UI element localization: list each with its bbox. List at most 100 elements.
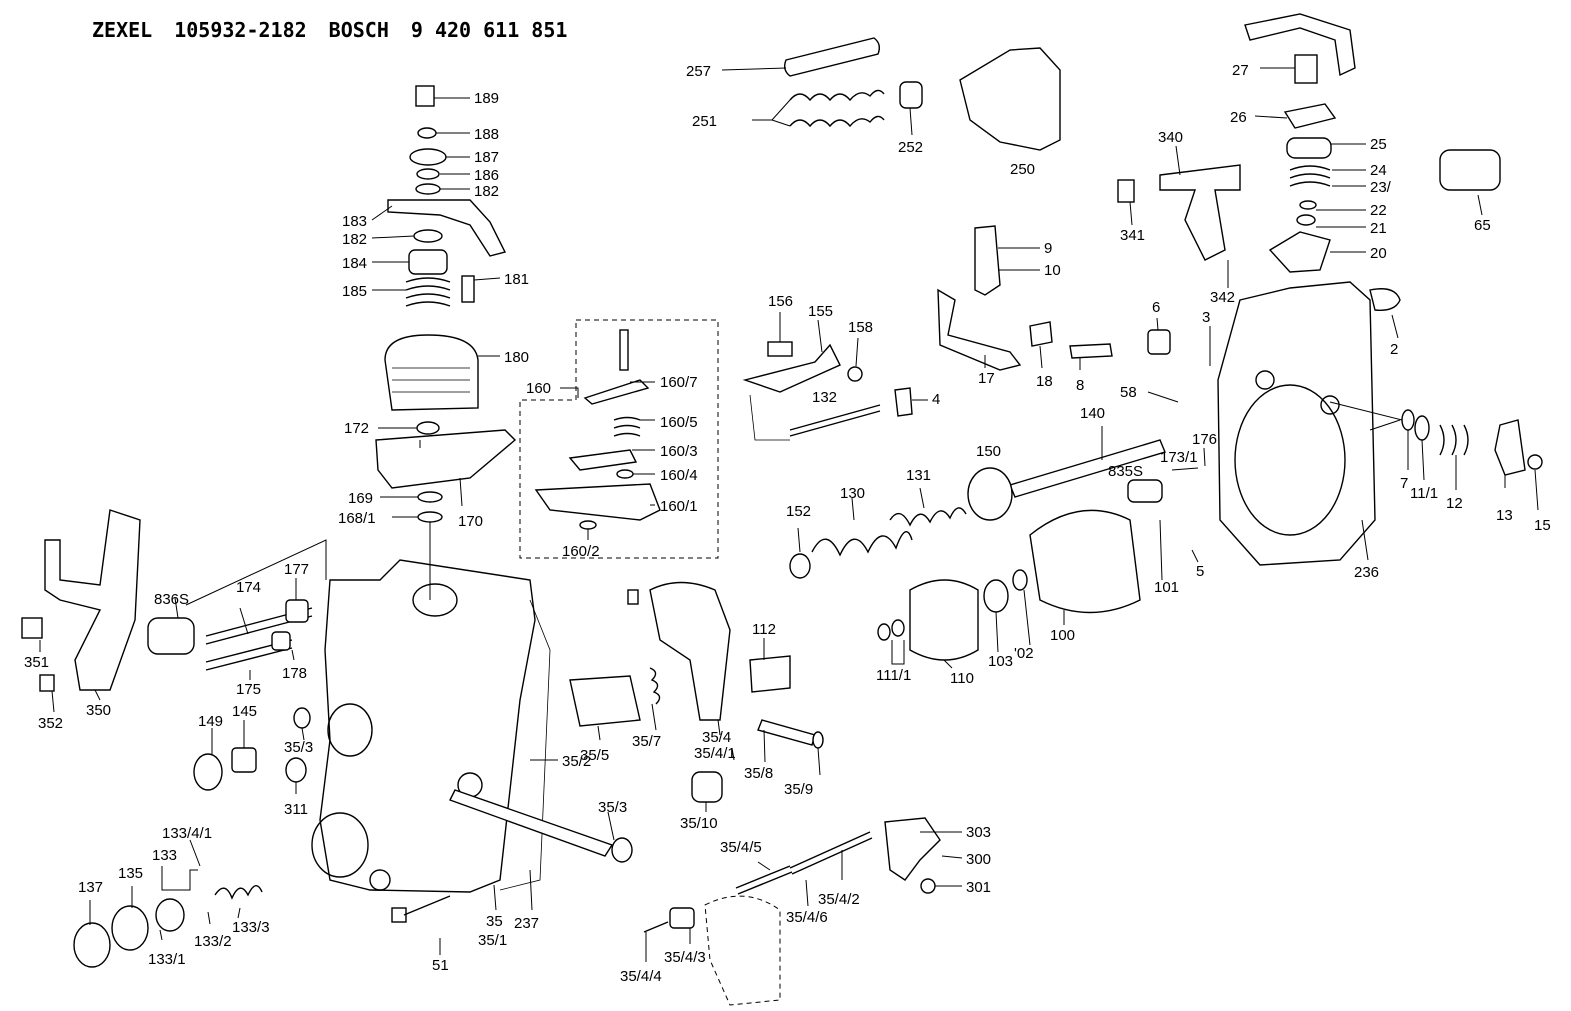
part-160-5-spring	[613, 416, 641, 437]
label-303: 303	[966, 824, 991, 841]
part-155-lever	[742, 343, 841, 393]
part-17-arm	[937, 288, 1022, 371]
label-35-4-4: 35/4/4	[620, 968, 662, 985]
label-835s: 835S	[1108, 463, 1143, 480]
part-top-lever	[1244, 13, 1356, 77]
part-9-lever	[974, 225, 1001, 296]
label-168-1: 168/1	[338, 510, 376, 527]
label-160-7: 160/7	[660, 374, 698, 391]
part-35-4-3-bush	[669, 907, 695, 929]
part-100-flyweight	[1029, 509, 1141, 614]
part-35-8-pin	[757, 719, 816, 746]
part-182-lower-washer	[413, 229, 443, 243]
part-182-washer	[415, 183, 441, 195]
label-100: 100	[1050, 627, 1075, 644]
label-188: 188	[474, 126, 499, 143]
label-176: 176	[1192, 431, 1217, 448]
label-15: 15	[1534, 517, 1551, 534]
label-26: 26	[1230, 109, 1247, 126]
label-21: 21	[1370, 220, 1387, 237]
part-2-plug	[1369, 288, 1401, 311]
label-132: 132	[812, 389, 837, 406]
part-18-bush	[1029, 321, 1053, 347]
part-185-spring	[405, 277, 451, 307]
label-130: 130	[840, 485, 865, 502]
label-35-10: 35/10	[680, 815, 718, 832]
part-301-nut	[920, 878, 936, 894]
part-27-screw	[1294, 54, 1318, 84]
part-169-washer	[417, 491, 443, 503]
part-21-washer	[1296, 214, 1316, 226]
label-186: 186	[474, 167, 499, 184]
label-350: 350	[86, 702, 111, 719]
part-35-9-clip	[812, 731, 824, 749]
label-250: 250	[1010, 161, 1035, 178]
label-110: 110	[950, 670, 974, 687]
label-18: 18	[1036, 373, 1053, 390]
part-130-spring	[811, 531, 913, 557]
label-181: 181	[504, 271, 529, 288]
part-300-lever	[884, 817, 941, 881]
label-182a: 182	[474, 183, 499, 200]
part-24-spring	[1289, 165, 1331, 187]
zexel-part-number: 105932-2182	[174, 18, 307, 42]
label-133-3: 133/3	[232, 919, 270, 936]
part-133-1-plug	[155, 898, 185, 932]
part-35-4-6-spring	[735, 865, 793, 895]
drawing-parts	[21, 13, 1543, 1006]
label-24: 24	[1370, 162, 1387, 179]
part-35-3-plug	[293, 707, 311, 729]
label-35-4-2: 35/4/2	[818, 891, 860, 908]
label-160-3: 160/3	[660, 443, 698, 460]
part-340-bracket	[1159, 164, 1241, 261]
part-341-bolt	[1117, 179, 1135, 203]
label-155: 155	[808, 303, 833, 320]
label-342: 342	[1210, 289, 1235, 306]
label-11-1: 11/1	[1410, 485, 1438, 502]
part-25-cap	[1286, 137, 1332, 159]
part-65-cap	[1439, 149, 1501, 191]
label-160-4: 160/4	[660, 467, 698, 484]
label-35-1: 35/1	[478, 932, 507, 949]
part-12-spring	[1439, 424, 1469, 456]
part-26-plate	[1283, 103, 1337, 129]
label-58: 58	[1120, 384, 1137, 401]
label-22: 22	[1370, 202, 1387, 219]
part-110-drum	[909, 579, 979, 661]
label-156: 156	[768, 293, 793, 310]
part-112-block	[749, 655, 791, 693]
part-183-lever	[387, 199, 507, 257]
label-145: 145	[232, 703, 257, 720]
part-189-screw	[415, 85, 435, 107]
label-237: 237	[514, 915, 539, 932]
part-35-5-bracket	[569, 675, 641, 727]
part-6-screw	[1147, 329, 1171, 355]
part-160-1-plate	[534, 483, 661, 521]
label-836s: 836S	[154, 591, 189, 608]
label-184: 184	[342, 255, 367, 272]
part-7-ring	[1401, 409, 1415, 431]
label-23: 23/	[1370, 179, 1392, 196]
part-51-screw	[391, 907, 407, 923]
label-150: 150	[976, 443, 1001, 460]
part-140-shaft	[1009, 439, 1166, 498]
label-160-2: 160/2	[562, 543, 600, 560]
label-152: 152	[786, 503, 811, 520]
label-177: 177	[284, 561, 309, 578]
label-2: 2	[1390, 341, 1398, 358]
label-257: 257	[686, 63, 711, 80]
label-111-1: 111/1	[876, 667, 911, 684]
label-137: 137	[78, 879, 103, 896]
label-160: 160	[526, 380, 551, 397]
part-35-4-lever-outline	[704, 895, 781, 1006]
part-35-4-4-pin	[643, 921, 669, 933]
part-311-ring	[285, 757, 307, 783]
part-250-bracket	[959, 47, 1061, 151]
part-177-nut	[285, 599, 309, 623]
label-4: 4	[932, 391, 940, 408]
part-180-housing	[384, 334, 479, 411]
label-236: 236	[1354, 564, 1379, 581]
label-131: 131	[906, 467, 931, 484]
